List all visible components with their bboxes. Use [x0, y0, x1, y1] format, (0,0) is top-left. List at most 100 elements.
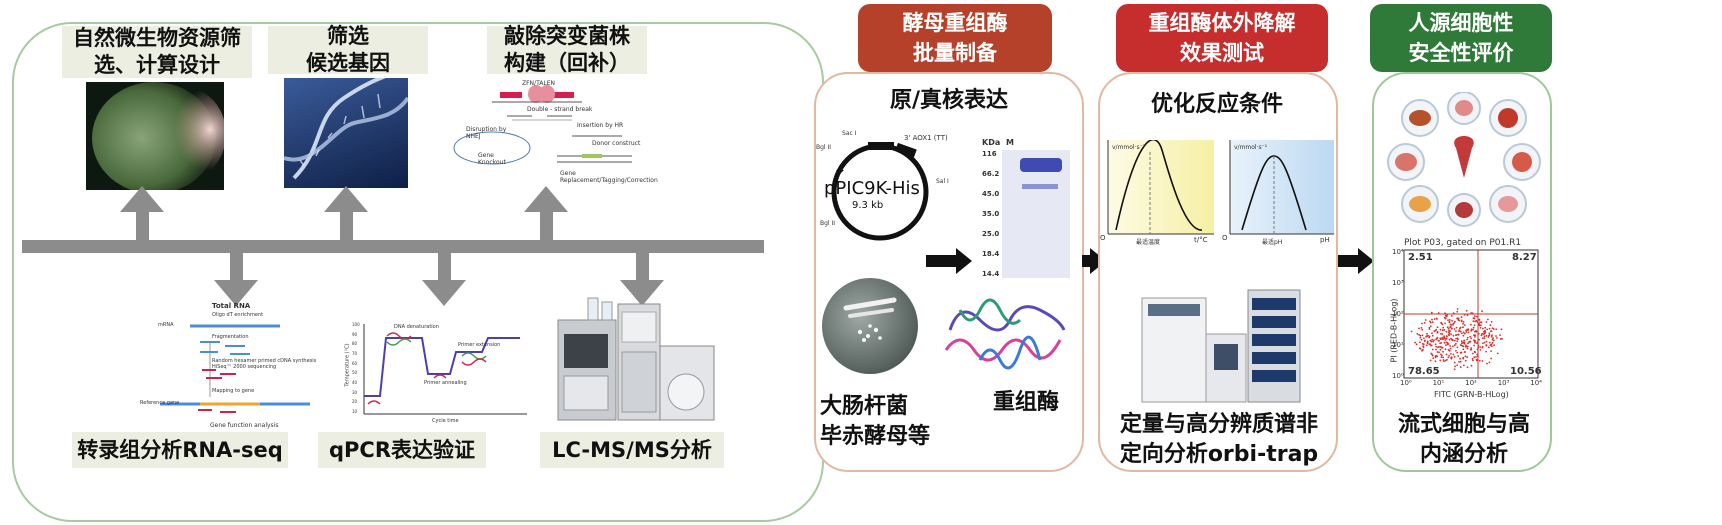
expression-title: 原/真核表达 [889, 88, 1009, 113]
denaturation-label: DNA denaturation [394, 324, 439, 330]
flow-event-dot [1456, 317, 1458, 320]
flow-event-dot [1470, 348, 1472, 351]
flow-ytick: 10³ [1392, 279, 1404, 287]
flow-event-dot [1453, 355, 1456, 358]
flow-event-dot [1490, 343, 1493, 346]
flow-event-dot [1450, 337, 1452, 340]
flow-event-dot [1446, 335, 1448, 338]
flow-event-dot [1460, 351, 1463, 354]
quadrant-ul: 2.51 [1408, 252, 1433, 263]
flow-event-dot [1457, 317, 1460, 320]
flow-event-dot [1488, 334, 1490, 337]
ph-origin: O [1222, 234, 1228, 242]
flow-event-dot [1448, 331, 1450, 333]
flow-event-dot [1483, 331, 1486, 333]
temperature-curve-chart: v/mmol·s⁻¹ t/°C 最适温度 O [1098, 138, 1218, 252]
dsb-label: Double - strand break [527, 106, 593, 113]
flow-event-dot [1466, 336, 1469, 339]
quadrant-ll: 78.65 [1408, 366, 1440, 377]
flow-event-dot [1421, 349, 1423, 352]
plasmid-name: pPIC9K-His [824, 178, 920, 199]
flow-event-dot [1472, 320, 1475, 323]
label-microbe-screening: 自然微生物资源筛 选、计算设计 [62, 26, 252, 78]
temp-ylabel: v/mmol·s⁻¹ [1112, 144, 1146, 151]
flow-event-dot [1488, 332, 1491, 335]
hr-label: Insertion by HR [577, 122, 624, 129]
plasmid-site-label: 3' AOX1 (TT) [904, 134, 948, 142]
gel-marker: 18.4 [982, 250, 1000, 258]
flow-event-dot [1453, 344, 1456, 347]
flow-event-dot [1455, 349, 1457, 352]
label-candidate-genes: 筛选 候选基因 [268, 24, 428, 75]
label-qpcr: qPCR表达验证 [318, 432, 486, 468]
flow-event-dot [1474, 351, 1477, 354]
ph-curve-chart: v/mmol·s⁻¹ pH 最适pH O [1220, 140, 1338, 252]
flow-event-dot [1462, 341, 1464, 344]
flow-event-dot [1444, 348, 1447, 351]
flow-event-dot [1479, 326, 1482, 329]
flow-event-dot [1466, 345, 1469, 348]
flow-event-dot [1437, 312, 1440, 314]
flow-event-dot [1429, 359, 1432, 362]
gel-marker: 45.0 [982, 190, 1000, 198]
flow-event-dot [1488, 361, 1491, 364]
flow-event-dot [1446, 313, 1449, 316]
down-arrow-3-head [620, 280, 664, 306]
flow-event-dot [1492, 337, 1494, 340]
flow-event-dot [1491, 341, 1494, 344]
flow-event-dot [1430, 352, 1433, 355]
flow-event-dot [1454, 320, 1456, 323]
flow-event-dot [1432, 357, 1435, 360]
gel-band [1022, 184, 1058, 189]
flow-event-dot [1436, 326, 1439, 329]
flow-event-dot [1462, 331, 1465, 334]
flow-event-dot [1459, 327, 1461, 330]
sds-gel: KDa M 116 66.2 45.0 35.0 25.0 18.4 14.4 [982, 138, 1072, 282]
down-arrow-1-stem [230, 252, 243, 282]
flow-event-dot [1418, 333, 1420, 336]
flow-event-dot [1475, 356, 1477, 358]
flow-ytick: 10¹ [1392, 341, 1404, 349]
label-hosts: 大肠杆菌 毕赤酵母等 [820, 394, 931, 449]
flow-event-dot [1471, 357, 1474, 360]
flow-event-dot [1452, 345, 1454, 348]
flow-event-dot [1446, 342, 1449, 344]
flow-event-dot [1466, 366, 1469, 369]
down-arrow-3-stem [636, 252, 649, 282]
synthesis-label: Random hexamer primed cDNA synthesis HiS… [212, 358, 317, 370]
up-arrow-1-head [120, 186, 164, 212]
gel-marker: 14.4 [982, 270, 1000, 278]
flow-event-dot [1428, 335, 1431, 338]
gel-marker: 66.2 [982, 170, 1000, 178]
flow-event-dot [1441, 333, 1444, 335]
flow-event-dot [1441, 354, 1443, 357]
flow-event-dot [1421, 322, 1423, 325]
flow-event-dot [1419, 341, 1421, 344]
flow-event-dot [1457, 333, 1460, 336]
up-arrow-2-stem [340, 210, 353, 242]
flow-event-dot [1431, 354, 1434, 357]
flow-event-dot [1419, 336, 1422, 339]
flow-scatter-points [1410, 308, 1503, 371]
flow-event-dot [1464, 359, 1467, 362]
human-organs-image [1386, 91, 1542, 228]
flow-event-dot [1460, 320, 1463, 323]
flow-event-dot [1430, 344, 1433, 347]
flow-event-dot [1445, 314, 1447, 317]
ph-ylabel: v/mmol·s⁻¹ [1234, 144, 1268, 151]
flow-event-dot [1444, 312, 1446, 315]
quadrant-lr: 10.56 [1510, 366, 1542, 377]
flow-event-dot [1447, 356, 1450, 359]
flow-event-dot [1479, 346, 1481, 348]
flow-event-dot [1485, 350, 1487, 353]
flow-event-dot [1415, 343, 1418, 346]
flow-event-dot [1473, 339, 1475, 342]
flow-yticks: 10⁴ 10³ 10² 10¹ 10⁰ [1392, 248, 1404, 380]
oligo-label: Oligo dT enrichment [212, 312, 264, 318]
flow-event-dot [1441, 323, 1444, 326]
flow-event-dot [1465, 331, 1468, 333]
flow-event-dot [1439, 338, 1442, 340]
flow-event-dot [1462, 326, 1464, 329]
flow-event-dot [1486, 362, 1488, 365]
flow-event-dot [1495, 335, 1497, 337]
